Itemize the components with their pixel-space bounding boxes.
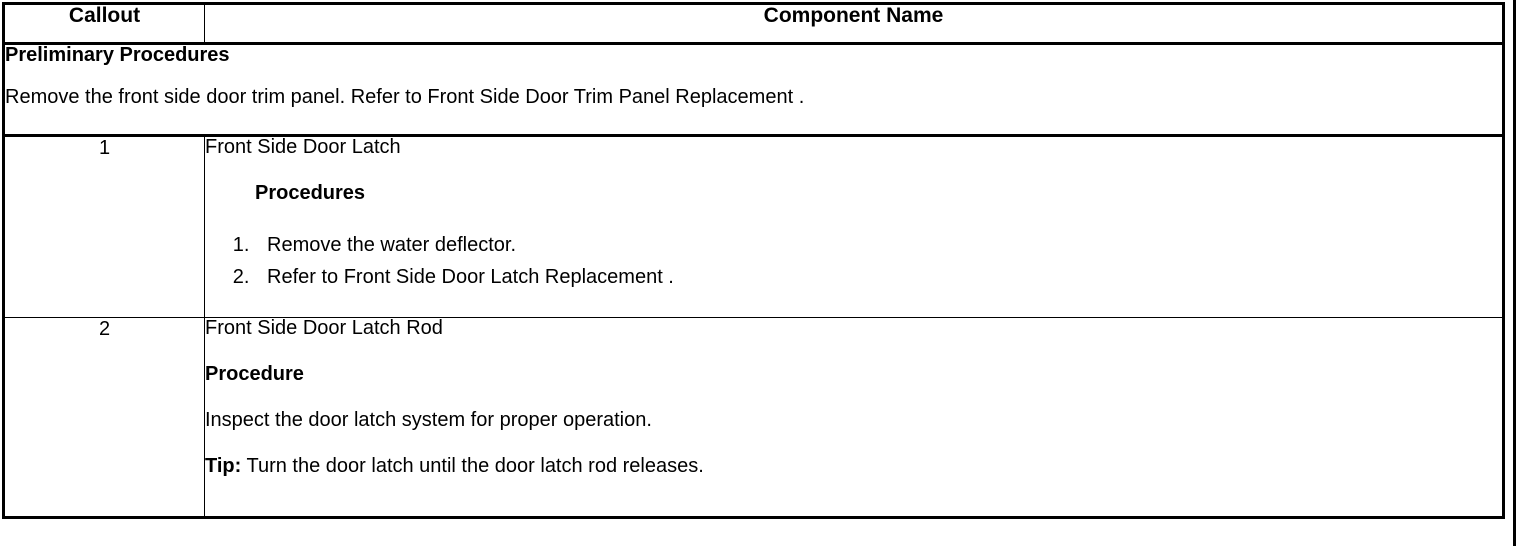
preliminary-procedures-title: Preliminary Procedures xyxy=(5,44,230,66)
table-header-row: Callout Component Name xyxy=(3,3,1504,45)
callout-number: 2 xyxy=(3,317,205,518)
list-item: Refer to Front Side Door Latch Replaceme… xyxy=(255,261,1502,293)
procedure-heading: Procedure xyxy=(205,363,304,385)
tip-label: Tip: xyxy=(205,455,242,477)
component-table: Callout Component Name Preliminary Proce… xyxy=(2,2,1505,519)
table-row: 1 Front Side Door Latch Procedures Remov… xyxy=(3,135,1504,318)
procedures-heading: Procedures xyxy=(255,182,366,204)
column-header-callout: Callout xyxy=(3,3,205,45)
preliminary-procedures-row: Preliminary Procedures Remove the front … xyxy=(3,43,1504,137)
component-detail-cell: Front Side Door Latch Procedures Remove … xyxy=(204,135,1504,318)
preliminary-procedures-cell: Preliminary Procedures Remove the front … xyxy=(3,43,1504,137)
component-detail-cell: Front Side Door Latch Rod Procedure Insp… xyxy=(204,317,1504,518)
list-item: Remove the water deflector. xyxy=(255,229,1502,261)
procedure-step-list: Remove the water deflector. Refer to Fro… xyxy=(205,229,1502,297)
tip-text: Turn the door latch until the door latch… xyxy=(241,455,704,477)
table-row: 2 Front Side Door Latch Rod Procedure In… xyxy=(3,317,1504,518)
callout-number: 1 xyxy=(3,135,205,318)
column-header-component-name: Component Name xyxy=(204,3,1504,45)
procedure-paragraph: Inspect the door latch system for proper… xyxy=(205,409,652,431)
component-name-label: Front Side Door Latch Rod xyxy=(205,317,443,339)
page-edge-rule xyxy=(1513,0,1516,546)
preliminary-procedures-body: Remove the front side door trim panel. R… xyxy=(5,86,805,108)
tip-paragraph: Tip: Turn the door latch until the door … xyxy=(205,456,1502,478)
component-name-label: Front Side Door Latch xyxy=(205,136,401,158)
